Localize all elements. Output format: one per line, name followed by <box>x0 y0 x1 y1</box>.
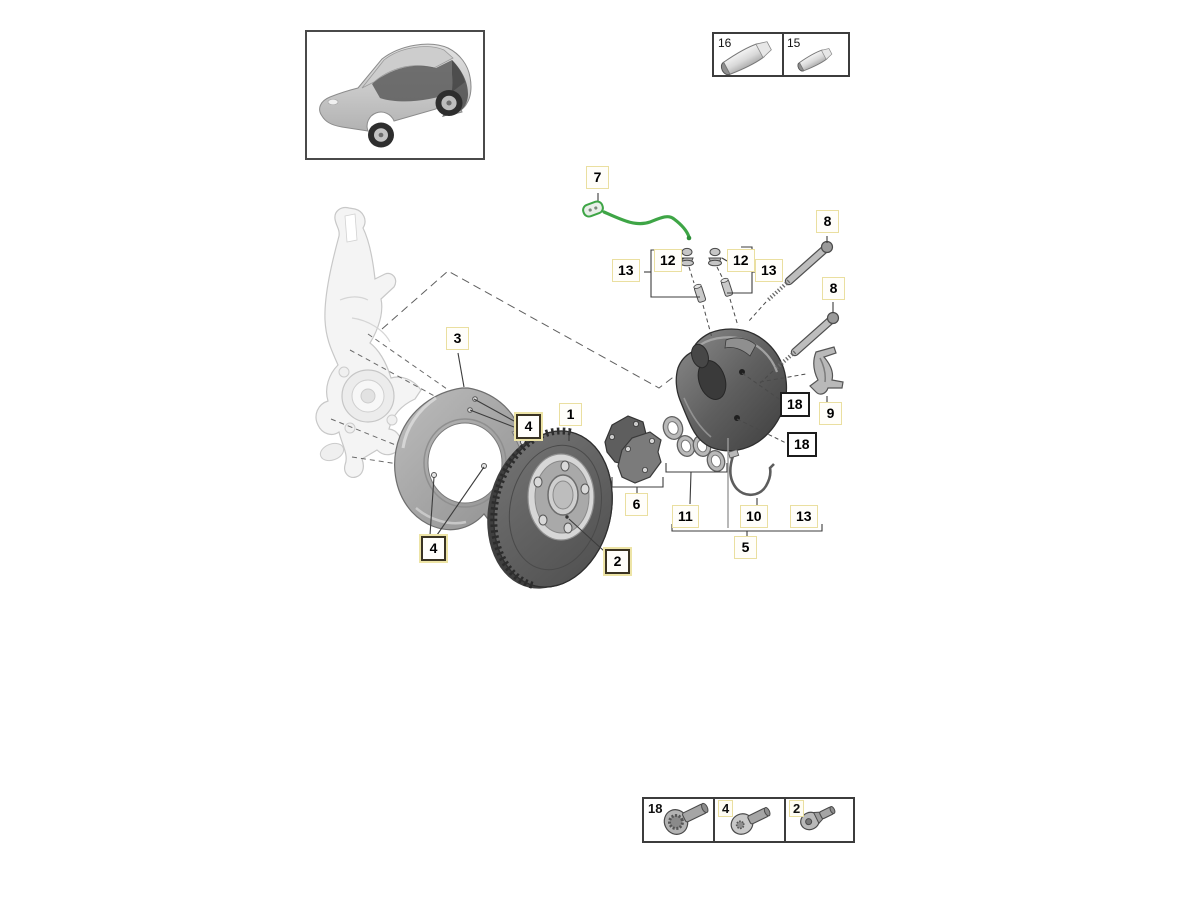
wear-sensor-wire-illustration <box>582 200 692 241</box>
part-number-15: 15 <box>787 36 801 50</box>
callout-4-boxed[interactable]: 4 <box>516 414 541 439</box>
callout-6[interactable]: 6 <box>625 493 648 516</box>
callout-12[interactable]: 12 <box>654 249 682 272</box>
pan-head-screw-illustration <box>730 807 771 835</box>
bottom-parts-box-divider-1 <box>713 799 715 841</box>
callout-18-boxed[interactable]: 18 <box>780 392 810 417</box>
part-number-2-highlighted: 2 <box>789 800 805 817</box>
callout-12[interactable]: 12 <box>727 249 755 272</box>
guide-bolt-illustration <box>766 240 834 302</box>
callout-13[interactable]: 13 <box>790 505 818 528</box>
bleeder-cap-illustration <box>708 247 722 267</box>
callout-8[interactable]: 8 <box>816 210 839 233</box>
hose-bracket-illustration <box>727 449 775 496</box>
callout-5[interactable]: 5 <box>734 536 757 559</box>
vehicle-illustration <box>319 43 472 148</box>
bleeder-valve-illustration <box>720 277 734 297</box>
dashed-leader-lines <box>688 266 807 445</box>
steering-knuckle-illustration <box>315 206 422 478</box>
part-number-4-highlighted: 4 <box>718 800 734 817</box>
bleeder-valve-illustration <box>693 283 707 303</box>
brake-disc-illustration <box>487 427 613 590</box>
seal-ring-set-illustration <box>662 416 726 472</box>
callout-13[interactable]: 13 <box>755 259 783 282</box>
callout-7[interactable]: 7 <box>586 166 609 189</box>
guide-bolt-illustration <box>773 311 840 371</box>
retaining-spring-illustration <box>809 346 844 395</box>
callout-10[interactable]: 10 <box>740 505 768 528</box>
callout-13[interactable]: 13 <box>612 259 640 282</box>
callout-8[interactable]: 8 <box>822 277 845 300</box>
top-parts-box: 16 15 <box>712 32 850 77</box>
countersunk-screw-illustration <box>800 806 836 831</box>
bottom-parts-box: 18 4 2 <box>642 797 855 843</box>
callout-3[interactable]: 3 <box>446 327 469 350</box>
callout-9[interactable]: 9 <box>819 402 842 425</box>
callout-2-boxed[interactable]: 2 <box>605 549 630 574</box>
callout-18-boxed[interactable]: 18 <box>787 432 817 457</box>
part-number-18: 18 <box>648 801 663 816</box>
bleeder-cap-illustration <box>680 247 694 267</box>
top-parts-box-divider <box>782 34 784 75</box>
callout-4-boxed[interactable]: 4 <box>421 536 446 561</box>
bottom-parts-box-divider-2 <box>784 799 786 841</box>
grouping-construction-line <box>381 270 694 389</box>
multi-point-bolt-illustration <box>663 802 709 835</box>
grease-tube-large-illustration <box>720 41 772 76</box>
callout-11[interactable]: 11 <box>672 505 699 528</box>
vehicle-thumbnail-frame <box>305 30 485 160</box>
callout-1[interactable]: 1 <box>559 403 582 426</box>
brake-pads-illustration <box>604 415 662 484</box>
grease-tube-small-illustration <box>797 48 833 72</box>
brake-caliper-illustration <box>675 328 788 452</box>
part-number-16: 16 <box>718 36 732 50</box>
